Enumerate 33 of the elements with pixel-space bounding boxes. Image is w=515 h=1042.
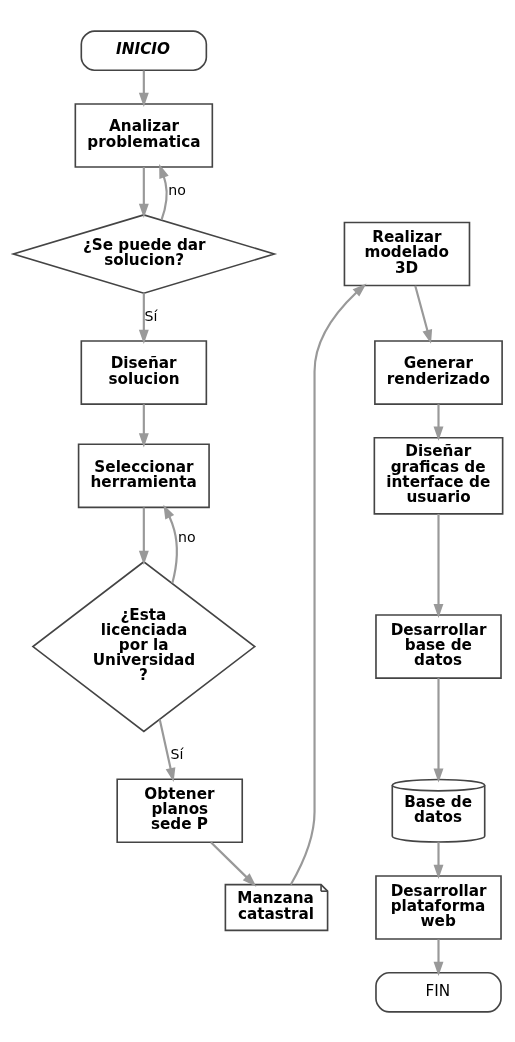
- arrow: [433, 403, 443, 441]
- arrow: [413, 284, 432, 344]
- arrow: [162, 504, 178, 583]
- node-box: Analizar problematica: [74, 102, 213, 168]
- node-box: Desarrollar plataforma web: [374, 874, 502, 940]
- node-box: Realizar modelado 3D: [343, 221, 470, 286]
- arrow: [138, 403, 149, 447]
- node-box: Seleccionar herramienta: [77, 443, 210, 508]
- node-box: Generar renderizado: [373, 339, 503, 405]
- arrow: [433, 938, 443, 976]
- arrow: [289, 282, 366, 885]
- node-box: Diseñar solucion: [80, 339, 207, 405]
- arrow: [433, 677, 443, 783]
- node-diamond: ¿Se puede dar solucion?: [10, 213, 277, 294]
- arrow: [138, 506, 149, 565]
- arrow: [158, 163, 169, 220]
- edge-label: no: [177, 528, 196, 545]
- arrow: [138, 166, 149, 218]
- node-box: INICIO: [80, 29, 207, 71]
- edge-label: Sí: [143, 307, 157, 324]
- node-box: Desarrollar base de datos: [374, 613, 502, 679]
- node-box: Diseñar graficas de interface de usuario: [373, 436, 503, 515]
- node-diamond: ¿Esta licenciada por la Universidad ?: [31, 560, 256, 732]
- edge-label: no: [167, 181, 186, 198]
- arrow: [138, 70, 149, 107]
- node-box: Obtener planos sede P: [115, 777, 243, 843]
- edge-label: Sí: [170, 745, 183, 762]
- arrow: [138, 292, 149, 344]
- arrow: [433, 513, 443, 618]
- arrow: [158, 718, 175, 782]
- arrow: [209, 841, 256, 887]
- arrow: [433, 841, 443, 879]
- node-box: FIN: [374, 971, 502, 1013]
